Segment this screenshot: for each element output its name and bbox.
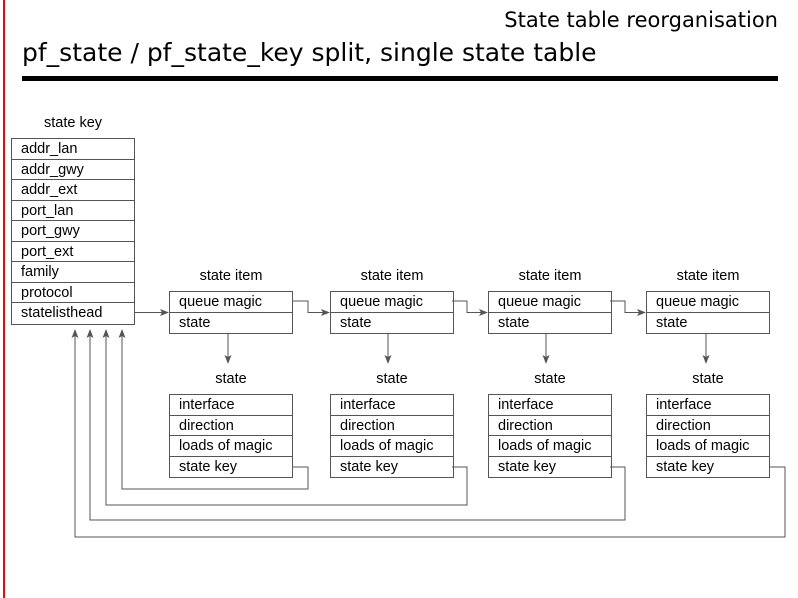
state-item-row-queue-magic-2: queue magic (331, 292, 453, 313)
state-caption-4: state (692, 371, 724, 387)
arrowhead-state2-in (384, 355, 392, 364)
state-row-state-key-3: state key (498, 458, 557, 475)
state-row-interface-4: interface (647, 395, 769, 416)
state-row-loads-of-magic-3: loads of magic (489, 436, 611, 457)
state-row-interface-3: interface (489, 395, 611, 416)
state-item-caption-1: state item (199, 268, 263, 284)
state-box-3: interface direction loads of magic state… (488, 394, 612, 478)
state-key-row-addr-gwy: addr_gwy (12, 160, 134, 180)
state-key-row-addr-lan: addr_lan (12, 139, 134, 160)
state-item-row-queue-magic-1: queue magic (170, 292, 292, 313)
state-box-2: interface direction loads of magic state… (330, 394, 454, 478)
state-item-row-state-2: state (340, 314, 372, 331)
state-row-loads-of-magic-1: loads of magic (170, 436, 292, 457)
state-item-caption-4: state item (676, 268, 740, 284)
state-row-direction-1: direction (170, 416, 292, 436)
state-row-state-key-1: state key (179, 458, 238, 475)
state-key-row-family: family (12, 262, 134, 283)
state-row-direction-4: direction (647, 416, 769, 436)
state-row-direction-3: direction (489, 416, 611, 436)
state-item-box-2: queue magic state (330, 291, 454, 334)
state-key-row-protocol: protocol (12, 283, 134, 303)
arrowhead-item3-in (479, 309, 488, 316)
connector-item3-to-item4 (610, 300, 643, 313)
state-box-4: interface direction loads of magic state… (646, 394, 770, 478)
state-item-row-queue-magic-4: queue magic (647, 292, 769, 313)
state-item-box-1: queue magic state (169, 291, 293, 334)
slide-topic: State table reorganisation (504, 8, 778, 32)
state-row-interface-1: interface (170, 395, 292, 416)
header-divider (22, 76, 778, 81)
state-key-row-port-gwy: port_gwy (12, 221, 134, 242)
state-row-state-key-4: state key (656, 458, 715, 475)
arrowhead-item4-in (637, 309, 646, 316)
state-row-interface-2: interface (331, 395, 453, 416)
state-row-loads-of-magic-4: loads of magic (647, 436, 769, 457)
state-caption-1: state (215, 371, 247, 387)
state-caption-2: state (376, 371, 408, 387)
slide-accent-bar (3, 0, 5, 598)
state-row-state-key-2: state key (340, 458, 399, 475)
arrowhead-state4-in (702, 355, 710, 364)
arrowhead-table-in-4 (118, 329, 126, 338)
state-key-row-port-ext: port_ext (12, 242, 134, 262)
arrowhead-state1-in (224, 355, 232, 364)
arrowhead-item1-in (160, 309, 169, 316)
arrowhead-item2-in (321, 309, 330, 316)
arrowhead-state3-in (542, 355, 550, 364)
state-key-table: addr_lan addr_gwy addr_ext port_lan port… (11, 138, 135, 325)
state-item-row-queue-magic-3: queue magic (489, 292, 611, 313)
slide-header: State table reorganisation pf_state / pf… (0, 0, 798, 92)
state-box-1: interface direction loads of magic state… (169, 394, 293, 478)
state-key-row-statelisthead: statelisthead (21, 305, 103, 321)
arrowhead-table-in-3 (102, 329, 110, 338)
connector-item1-to-item2 (293, 300, 327, 313)
state-item-box-3: queue magic state (488, 291, 612, 334)
state-item-caption-3: state item (518, 268, 582, 284)
state-item-caption-2: state item (360, 268, 424, 284)
state-row-loads-of-magic-2: loads of magic (331, 436, 453, 457)
connector-item2-to-item3 (452, 300, 485, 313)
state-key-caption: state key (43, 115, 103, 131)
page-title: pf_state / pf_state_key split, single st… (22, 38, 597, 67)
state-item-row-state-3: state (498, 314, 530, 331)
state-item-row-state-4: state (656, 314, 688, 331)
arrowhead-table-in-1 (71, 329, 79, 338)
state-key-row-port-lan: port_lan (12, 201, 134, 221)
state-key-row-addr-ext: addr_ext (12, 180, 134, 201)
state-item-row-state-1: state (179, 314, 211, 331)
state-row-direction-2: direction (331, 416, 453, 436)
state-caption-3: state (534, 371, 566, 387)
state-item-box-4: queue magic state (646, 291, 770, 334)
arrowhead-table-in-2 (86, 329, 94, 338)
